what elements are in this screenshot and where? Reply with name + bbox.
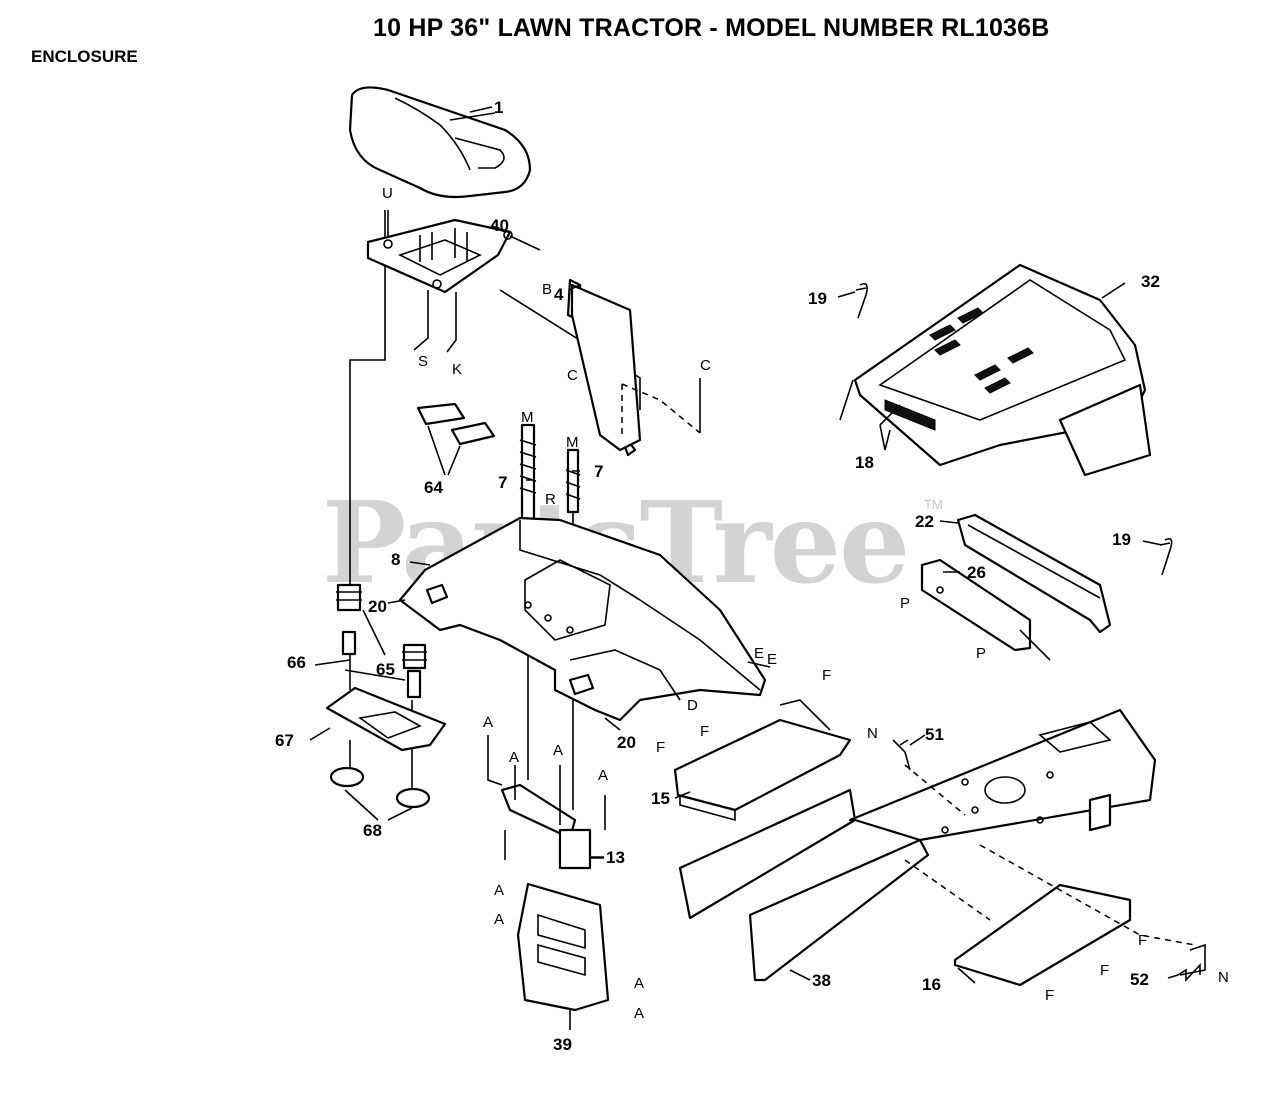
callout-39: 39 — [553, 1035, 572, 1054]
fender-body-part — [398, 516, 767, 722]
hairpin-clip-parts — [855, 282, 1173, 576]
callout-19b: 19 — [1112, 530, 1131, 549]
ref-letter-B: B — [542, 281, 552, 298]
footrest-right-part — [904, 844, 1206, 987]
ref-letter-F3: F — [656, 739, 665, 756]
ref-letter-D: D — [687, 697, 698, 714]
callout-7b: 7 — [594, 462, 603, 481]
leader-lines — [309, 106, 1179, 984]
callout-20a: 20 — [368, 597, 387, 616]
callout-51: 51 — [925, 725, 944, 744]
spring-kit-parts — [314, 583, 447, 821]
ref-letter-A7: A — [634, 975, 644, 992]
callout-7a: 7 — [498, 473, 507, 492]
callout-13: 13 — [606, 848, 625, 867]
callout-18: 18 — [855, 453, 874, 472]
pad-parts — [416, 402, 496, 476]
pin-51-part — [892, 739, 966, 816]
callout-15: 15 — [651, 789, 670, 808]
callout-22: 22 — [915, 512, 934, 531]
ref-letter-R: R — [545, 491, 556, 508]
callout-66: 66 — [287, 653, 306, 672]
ref-letter-A4: A — [598, 767, 608, 784]
footrest-left-part — [673, 699, 852, 822]
ref-letter-N2: N — [1218, 969, 1229, 986]
seat-pan-part — [366, 210, 641, 410]
ref-letter-K: K — [452, 361, 462, 378]
ref-letter-A8: A — [634, 1005, 644, 1022]
callout-32: 32 — [1141, 272, 1160, 291]
ref-letter-U: U — [382, 185, 393, 202]
callout-8: 8 — [391, 550, 400, 569]
ref-letter-F1: F — [822, 667, 831, 684]
callout-40: 40 — [490, 216, 509, 235]
callout-20b: 20 — [617, 733, 636, 752]
ref-letter-E1: E — [754, 645, 764, 662]
ref-letter-P1: P — [900, 595, 910, 612]
ref-letter-A5: A — [494, 882, 504, 899]
callout-52: 52 — [1130, 970, 1149, 989]
ref-letter-P2: P — [976, 645, 986, 662]
ref-letter-C2: C — [700, 357, 711, 374]
hood-part — [839, 263, 1152, 477]
ref-letter-F6: F — [1045, 987, 1054, 1004]
callout-26: 26 — [967, 563, 986, 582]
ref-letter-F2: F — [700, 723, 709, 740]
frame-rails-part — [678, 708, 1157, 982]
ref-letter-A2: A — [509, 749, 519, 766]
ref-letter-C1: C — [567, 367, 578, 384]
ref-letter-N1: N — [867, 725, 878, 742]
page-title: 10 HP 36" LAWN TRACTOR - MODEL NUMBER RL… — [373, 14, 1050, 42]
section-label: ENCLOSURE — [31, 47, 138, 66]
ref-letter-M2: M — [566, 434, 579, 451]
callout-65: 65 — [376, 660, 395, 679]
dash-bracket-part — [487, 735, 606, 870]
guide-line-seat-spring — [349, 210, 386, 600]
seat-part — [348, 86, 532, 199]
watermark-trademark: TM — [924, 497, 943, 512]
ref-letter-F5: F — [1100, 962, 1109, 979]
ref-letter-A6: A — [494, 911, 504, 928]
clip-52-part — [1177, 962, 1201, 983]
callout-4: 4 — [554, 285, 564, 304]
seat-bracket-part — [566, 278, 701, 457]
dash-panel-part — [516, 882, 610, 1030]
ref-letter-A3: A — [553, 742, 563, 759]
ref-letter-M1: M — [521, 409, 534, 426]
ref-letter-E2: E — [767, 651, 777, 668]
callout-38: 38 — [812, 971, 831, 990]
callout-68: 68 — [363, 821, 382, 840]
callout-1: 1 — [494, 98, 503, 117]
callout-64: 64 — [424, 478, 443, 497]
ref-letter-S: S — [418, 353, 428, 370]
ref-letter-F4: F — [1138, 932, 1147, 949]
callout-67: 67 — [275, 731, 294, 750]
callout-16: 16 — [922, 975, 941, 994]
grille-frame-parts — [920, 513, 1112, 661]
callout-19a: 19 — [808, 289, 827, 308]
ref-letter-A1: A — [483, 714, 493, 731]
